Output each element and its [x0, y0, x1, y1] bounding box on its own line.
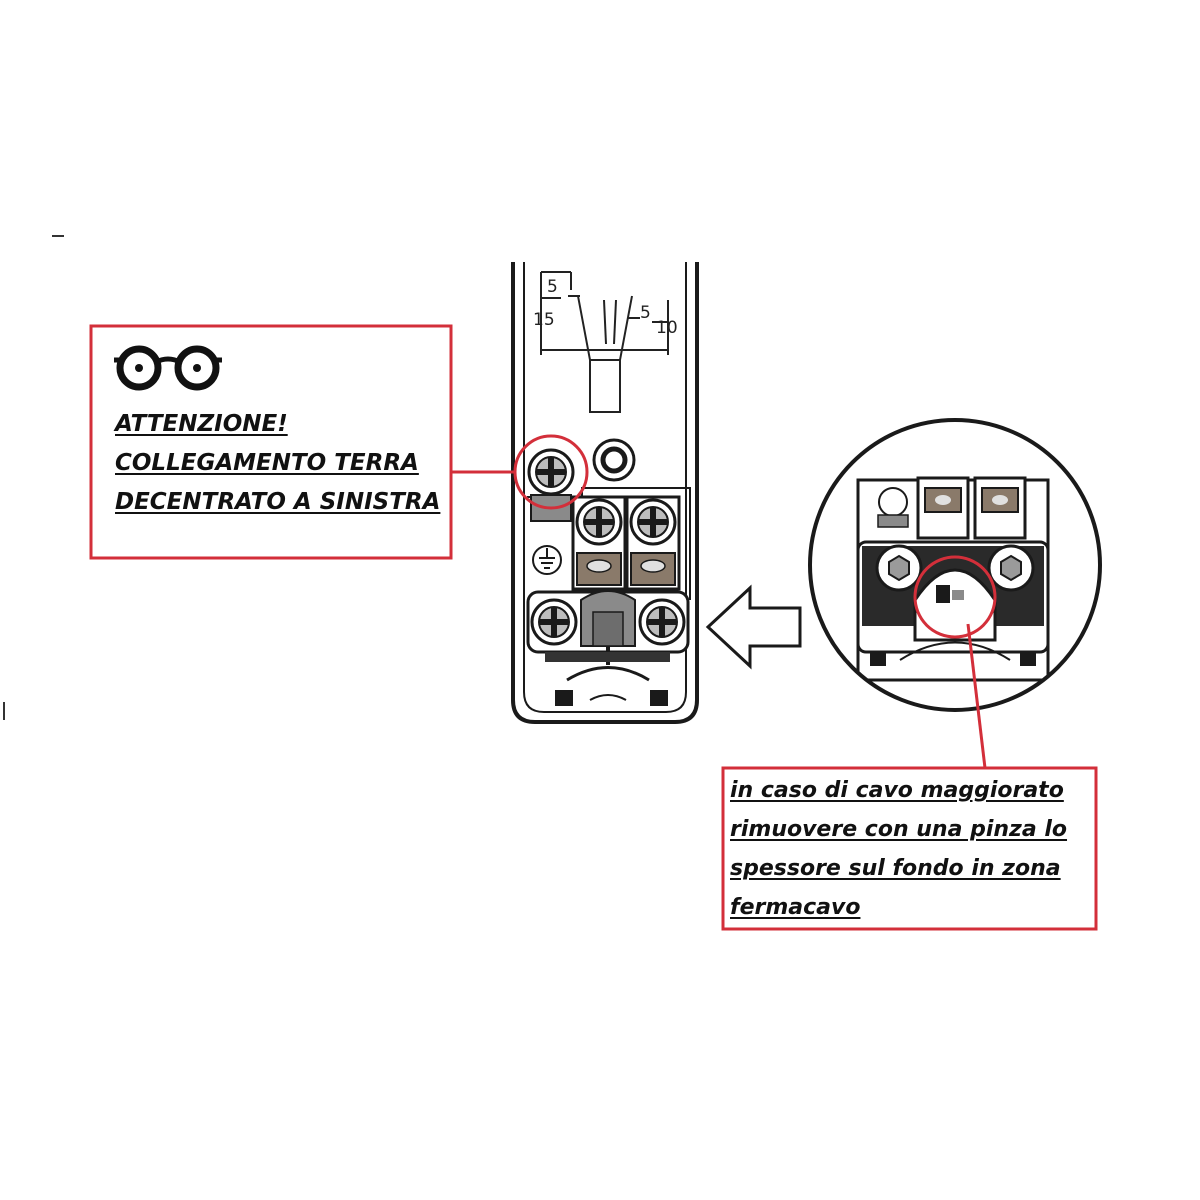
note-leader-line — [966, 623, 987, 769]
ground-symbol-icon — [532, 545, 562, 575]
note-line-4: fermacavo — [730, 895, 861, 920]
warning-title: ATTENZIONE! — [115, 411, 288, 437]
clamp-screw-right — [638, 598, 686, 646]
terminal-screw-left — [575, 498, 623, 546]
detail-zoom-view — [808, 418, 1102, 712]
dim-top-left: 5 — [547, 277, 558, 297]
device-base — [555, 666, 668, 706]
cable-entry-hole — [592, 438, 636, 482]
device-body — [511, 262, 699, 724]
earth-screw — [527, 448, 575, 496]
terminal-screw-right — [629, 498, 677, 546]
wire-strip-guide — [540, 271, 669, 413]
arrow-left-icon — [705, 584, 802, 670]
dim-top-right: 5 — [640, 303, 651, 323]
warning-callout-box — [89, 324, 453, 560]
note-line-3: spessore sul fondo in zona — [730, 856, 1061, 881]
warning-line-offset: DECENTRATO A SINISTRA — [115, 489, 441, 515]
note-callout-box — [721, 766, 1098, 931]
note-line-1: in caso di cavo maggiorato — [730, 778, 1064, 803]
warning-line-ground: COLLEGAMENTO TERRA — [115, 450, 419, 476]
dim-right: 10 — [656, 318, 678, 338]
dim-left: 15 — [533, 310, 555, 330]
note-line-2: rimuovere con una pinza lo — [730, 817, 1068, 842]
glasses-icon — [114, 345, 222, 391]
spacer-highlight-circle — [913, 555, 997, 639]
clamp-screw-left — [530, 598, 578, 646]
